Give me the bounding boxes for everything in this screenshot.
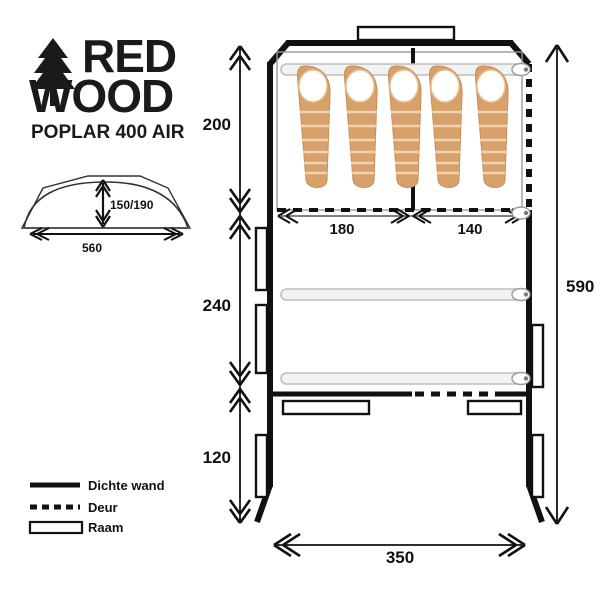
dimension-label-200: 200 — [203, 115, 231, 134]
legend-item-door: Deur — [30, 500, 118, 515]
brand-name-line1: RED — [82, 30, 176, 82]
wall-chamfer-top-left — [267, 41, 291, 66]
arrowhead-240-top — [228, 215, 252, 240]
window-left-lower — [254, 433, 269, 499]
legend: Dichte wand Deur Raam — [28, 478, 165, 535]
legend-label-solid-wall: Dichte wand — [88, 478, 165, 493]
elevation-width-dimension: 560 — [29, 227, 184, 255]
floorplan-body — [254, 25, 545, 523]
legend-label-door: Deur — [88, 500, 118, 515]
legend-item-solid-wall: Dichte wand — [30, 478, 165, 493]
window-left-middle — [254, 303, 269, 375]
sleeping-bag-group-right — [429, 65, 509, 188]
window-right-lower — [530, 433, 545, 499]
dimension-label-590: 590 — [566, 277, 594, 296]
air-valve-3 — [511, 371, 531, 386]
inner-width-dimensions: 180 140 — [277, 206, 531, 238]
legend-item-window: Raam — [28, 520, 123, 535]
elevation-width-label: 560 — [82, 241, 102, 255]
brand-logo: RED WOOD POPLAR 400 AIR — [29, 30, 185, 143]
dimension-label-180: 180 — [329, 221, 354, 238]
dimension-label-240: 240 — [203, 296, 231, 315]
dimension-label-140: 140 — [457, 221, 482, 238]
model-name: POPLAR 400 AIR — [31, 122, 185, 143]
arrowhead-180-right — [390, 208, 410, 224]
air-valve-1 — [511, 62, 531, 77]
window-top-exterior — [356, 25, 456, 42]
elevation-roof-curve — [23, 181, 189, 229]
arrowhead-bottom — [228, 499, 252, 524]
arrowhead-top — [228, 45, 252, 71]
window-right-middle — [530, 323, 545, 389]
air-valve-bedroom — [511, 206, 531, 220]
overall-depth-dimension: 590 — [544, 44, 594, 525]
wall-chamfer-top-right — [508, 41, 532, 66]
vertical-dimension-chain: 200 240 120 — [203, 45, 252, 524]
arrowhead-140-left — [412, 208, 432, 224]
dimension-label-120: 120 — [203, 448, 231, 467]
arrowhead-120-top — [228, 388, 252, 413]
pine-tree-icon — [31, 38, 75, 106]
arrowhead-width-right — [498, 532, 526, 558]
arrowhead-inner-left — [277, 208, 299, 224]
sleeping-bag — [429, 65, 463, 188]
brand-name-line2: WOOD — [29, 70, 173, 122]
sleeping-bag — [388, 65, 422, 188]
arrowhead-depth-bottom — [544, 506, 570, 525]
arrowhead-240-bottom — [228, 361, 252, 386]
arrowhead-200-bottom — [228, 188, 252, 213]
arrowhead-width-left — [273, 532, 301, 558]
air-beam-2 — [280, 287, 531, 302]
sleeping-bag — [475, 65, 509, 188]
window-front-left — [281, 399, 371, 416]
rectangle-outline-symbol — [28, 520, 84, 535]
air-beam-3 — [280, 371, 531, 386]
window-front-right — [466, 399, 523, 416]
sleeping-bag-group-left — [297, 65, 422, 188]
window-left-upper — [254, 226, 269, 292]
overall-width-dimension: 350 — [273, 532, 526, 567]
legend-label-window: Raam — [88, 520, 123, 535]
sleeping-bag — [297, 65, 331, 188]
arrowhead-depth-top — [544, 44, 570, 63]
elevation-height-dimension: 150/190 — [95, 179, 154, 228]
elevation-height-label: 150/190 — [110, 198, 154, 212]
sleeping-bag — [344, 65, 378, 188]
side-elevation: 150/190 560 — [20, 175, 192, 255]
dimension-label-350: 350 — [386, 548, 414, 567]
air-valve-2 — [511, 287, 531, 302]
